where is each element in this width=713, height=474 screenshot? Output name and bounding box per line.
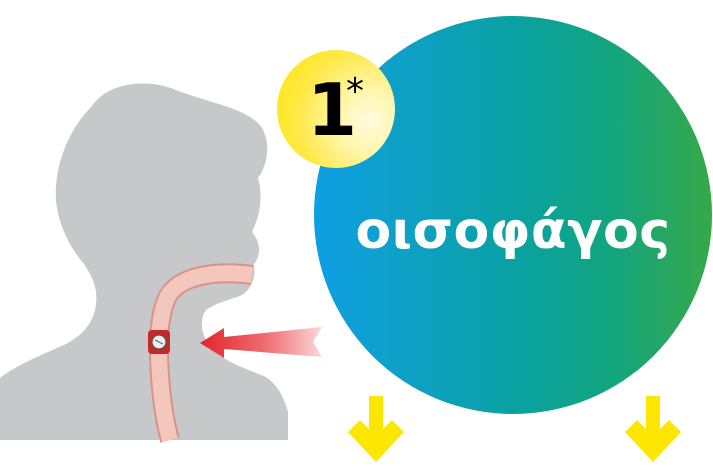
yellow-down-arrow-icon xyxy=(625,396,681,462)
person-head-silhouette-icon xyxy=(0,83,288,440)
circle-label: οισοφάγος xyxy=(314,196,712,266)
yellow-down-arrow-icon xyxy=(348,396,404,462)
swallowed-battery-icon xyxy=(148,330,170,354)
footnote-marker: * xyxy=(346,74,376,110)
red-arrow-left-icon xyxy=(200,327,322,358)
